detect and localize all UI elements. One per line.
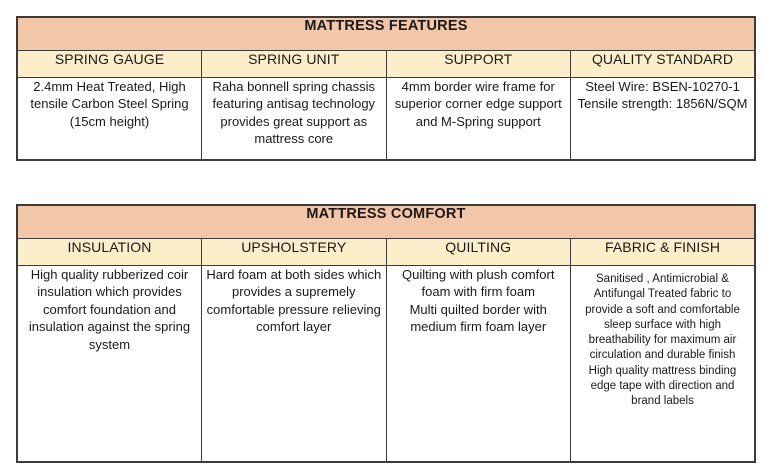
table-title-mattress-comfort: MATTRESS COMFORT <box>16 204 756 239</box>
column-header-quality-standard: QUALITY STANDARD <box>570 50 756 78</box>
title-row: MATTRESS COMFORT <box>16 204 756 239</box>
column-header-row: SPRING GAUGE SPRING UNIT SUPPORT QUALITY… <box>16 50 756 78</box>
cell-spring-gauge: 2.4mm Heat Treated, High tensile Carbon … <box>16 77 202 160</box>
cell-upsholstery: Hard foam at both sides which provides a… <box>201 265 387 462</box>
column-header-row: INSULATION UPSHOLSTERY QUILTING FABRIC &… <box>16 238 756 266</box>
cell-fabric-and-finish: Sanitised , Antimicrobial & Antifungal T… <box>570 265 756 462</box>
table-title-mattress-features: MATTRESS FEATURES <box>16 16 756 51</box>
column-header-spring-unit: SPRING UNIT <box>201 50 387 78</box>
column-header-quilting: QUILTING <box>385 238 571 266</box>
cell-spring-unit: Raha bonnell spring chassis featuring an… <box>201 77 387 160</box>
column-header-upsholstery: UPSHOLSTERY <box>201 238 387 266</box>
title-row: MATTRESS FEATURES <box>16 16 756 51</box>
cell-support: 4mm border wire frame for superior corne… <box>385 77 571 160</box>
table-row: High quality rubberized coir insulation … <box>16 265 756 462</box>
column-header-spring-gauge: SPRING GAUGE <box>16 50 202 78</box>
mattress-comfort-table: MATTRESS COMFORT INSULATION UPSHOLSTERY … <box>16 204 756 463</box>
column-header-support: SUPPORT <box>385 50 571 78</box>
table-row: 2.4mm Heat Treated, High tensile Carbon … <box>16 77 756 160</box>
cell-quilting: Quilting with plush comfort foam with fi… <box>385 265 571 462</box>
cell-insulation: High quality rubberized coir insulation … <box>16 265 202 462</box>
cell-quality-standard: Steel Wire: BSEN-10270-1 Tensile strengt… <box>570 77 756 160</box>
mattress-features-table: MATTRESS FEATURES SPRING GAUGE SPRING UN… <box>16 16 756 161</box>
column-header-fabric-and-finish: FABRIC & FINISH <box>570 238 756 266</box>
column-header-insulation: INSULATION <box>16 238 202 266</box>
